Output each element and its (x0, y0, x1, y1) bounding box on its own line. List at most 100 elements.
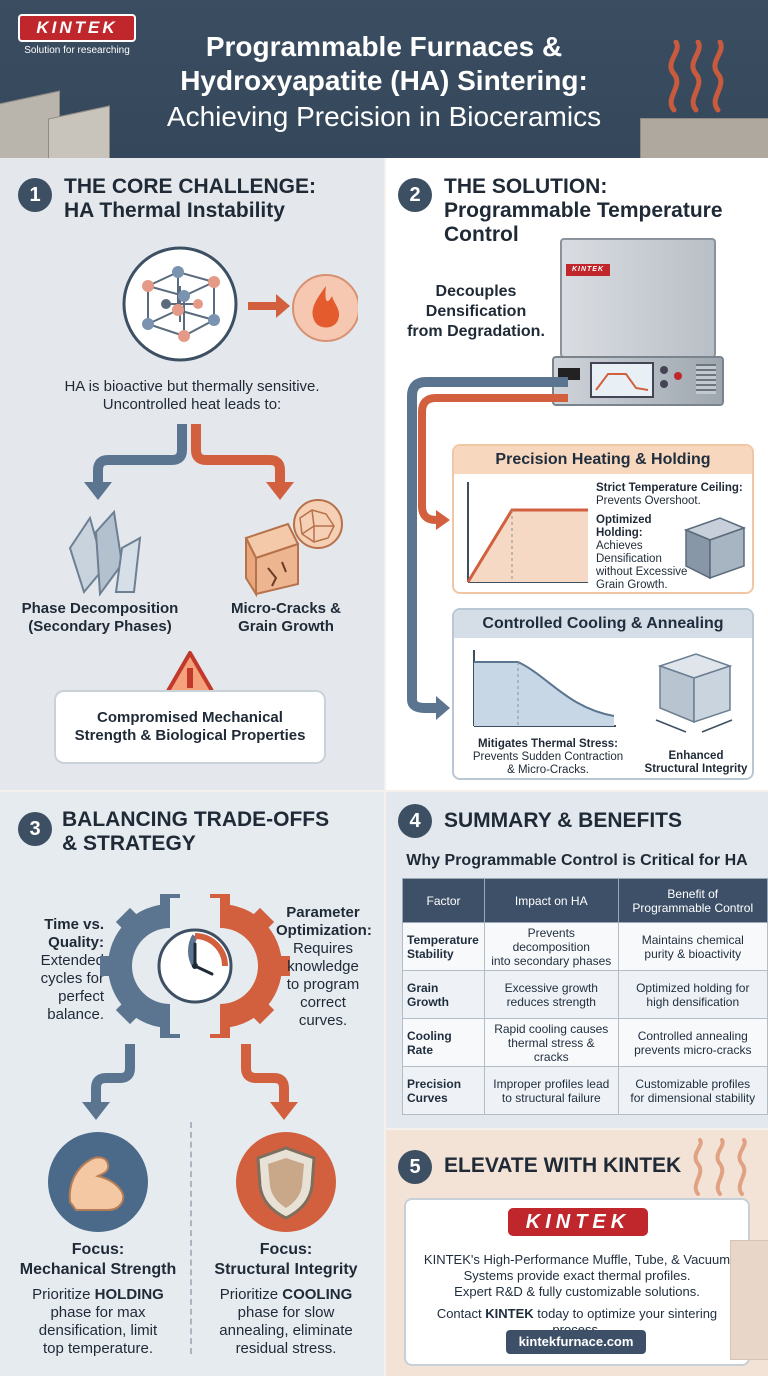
brick-decoration (640, 118, 768, 158)
text-run: Prioritize (32, 1286, 95, 1303)
title-line: & STRATEGY (62, 832, 196, 855)
cta-text: KINTEK's High-Performance Muffle, Tube, … (412, 1252, 742, 1338)
challenge-intro: HA is bioactive but thermally sensitive.… (20, 378, 364, 414)
cell-line: for dimensional stability (630, 1090, 756, 1105)
note-text: cycles for (40, 970, 104, 987)
shield-icon (236, 1132, 336, 1232)
website-link[interactable]: kintekfurnace.com (506, 1330, 646, 1354)
note-heading: Time vs. (44, 916, 104, 933)
summary-table-wrap: Factor Impact on HA Benefit of Programma… (402, 878, 768, 1115)
header-banner: KINTEK Solution for researching Programm… (0, 0, 768, 158)
note-text: correct (300, 994, 346, 1011)
note-text: Grain Growth. (596, 579, 668, 591)
cell-line: to structural failure (501, 1090, 601, 1105)
note-text: without Excessive (596, 566, 688, 578)
cell-line: Optimized holding for (636, 980, 750, 995)
title-line: Hydroxyapatite (HA) Sintering: (180, 65, 588, 96)
heat-waves-icon (693, 1138, 747, 1196)
note-text: Prevents Overshoot. (596, 495, 701, 507)
logo-wordmark: KINTEK (18, 14, 136, 42)
strength-arm-icon (48, 1132, 148, 1232)
cooling-card: Controlled Cooling & Annealing Mitigates… (452, 608, 754, 780)
focus-strength-card: Focus: Mechanical Strength Prioritize HO… (6, 1240, 190, 1358)
micro-cracks-label: Micro-Cracks & Grain Growth (198, 600, 374, 636)
cell-line: Grain (407, 980, 439, 995)
note-heading: Holding: (596, 527, 643, 539)
title-line: THE CORE CHALLENGE: (64, 175, 316, 198)
section-number: 5 (398, 1150, 432, 1184)
cell-line: Temperature (407, 932, 479, 947)
note-heading: Structural Integrity (644, 763, 748, 775)
branching-arrows (84, 424, 294, 500)
title-line: HA Thermal Instability (64, 199, 285, 222)
section-title: THE CORE CHALLENGE: HA Thermal Instabili… (64, 175, 316, 223)
section-core-challenge: 1 THE CORE CHALLENGE: HA Thermal Instabi… (0, 158, 384, 790)
section-solution: 2 THE SOLUTION: Programmable Temperature… (386, 158, 768, 790)
note-heading: Optimization: (276, 922, 372, 939)
kintek-cta-card: KINTEK KINTEK's High-Performance Muffle,… (404, 1198, 750, 1366)
cell-line: thermal stress & cracks (507, 1035, 595, 1064)
brick-decoration (730, 1240, 768, 1360)
optimized-holding-note: Optimized Holding: Achieves Densificatio… (596, 514, 696, 592)
section-title: THE SOLUTION: Programmable Temperature C… (444, 175, 723, 247)
control-button[interactable] (660, 380, 668, 388)
intro-line: Uncontrolled heat leads to: (102, 396, 282, 413)
cta-line: Systems provide exact thermal profiles. (463, 1268, 691, 1283)
focus-label: Focus: (71, 1241, 125, 1258)
note-text: knowledge (287, 958, 359, 975)
title-line: THE SOLUTION: (444, 175, 608, 198)
note-text: perfect (58, 988, 104, 1005)
emphasis-text: COOLING (282, 1286, 353, 1303)
section-title: BALANCING TRADE-OFFS & STRATEGY (62, 808, 329, 856)
cell-line: Rate (407, 1042, 434, 1057)
furnace-logo: KINTEK (566, 264, 610, 276)
time-quality-note: Time vs. Quality: Extended cycles for pe… (22, 916, 104, 1024)
heating-card-title: Precision Heating & Holding (454, 446, 752, 474)
page-subtitle: Achieving Precision in Bioceramics (166, 101, 602, 132)
text-run: Contact (436, 1306, 486, 1321)
cta-line: Expert R&D & fully customizable solution… (454, 1284, 700, 1299)
intro-line: HA is bioactive but thermally sensitive. (64, 378, 320, 395)
section-number: 4 (398, 804, 432, 838)
title-line: BALANCING TRADE-OFFS (62, 808, 330, 831)
note-heading: Enhanced (668, 750, 724, 762)
section-number: 1 (18, 178, 52, 212)
heating-profile-chart (466, 482, 588, 583)
focus-label: Focus: (259, 1241, 313, 1258)
power-button[interactable] (674, 372, 682, 380)
emphasis-text: HOLDING (94, 1286, 164, 1303)
cell-line: Maintains chemical (641, 932, 744, 947)
kintek-logo[interactable]: KINTEK (508, 1208, 648, 1236)
section-summary: 4 SUMMARY & BENEFITS Why Programmable Co… (386, 792, 768, 1128)
column-header-benefit: Benefit of Programmable Control (617, 878, 768, 923)
note-text: curves. (298, 1012, 348, 1029)
summary-table: Factor Impact on HA Benefit of Programma… (402, 878, 768, 1115)
touch-screen[interactable] (590, 362, 654, 398)
control-button[interactable] (660, 366, 668, 374)
vent-grille (696, 364, 716, 394)
gears-clock-icon (100, 894, 290, 1038)
label-line: (Secondary Phases) (28, 618, 172, 635)
kintek-logo[interactable]: KINTEK Solution for researching (18, 14, 136, 56)
cell-line: Stability (407, 946, 454, 961)
cell-line: into secondary phases (491, 953, 612, 968)
cell-line: Improper profiles lead (493, 1076, 610, 1091)
tagline-line: Densification (425, 303, 527, 320)
cell-line: Growth (407, 994, 449, 1009)
note-heading: Mitigates Thermal Stress: (478, 738, 618, 750)
focus-desc-line: top temperature. (42, 1340, 154, 1357)
column-header-impact: Impact on HA (483, 878, 619, 923)
cell-line: Controlled annealing (637, 1028, 748, 1043)
cell-line: high densification (646, 994, 740, 1009)
cta-line: KINTEK's High-Performance Muffle, Tube, … (423, 1252, 731, 1267)
cell-line: Customizable profiles (635, 1076, 751, 1091)
section-trade-offs: 3 BALANCING TRADE-OFFS & STRATEGY Time v… (0, 792, 384, 1376)
heat-waves-icon (668, 40, 724, 113)
cell-line: Precision (407, 1076, 462, 1091)
strategy-arrows (82, 1044, 298, 1120)
